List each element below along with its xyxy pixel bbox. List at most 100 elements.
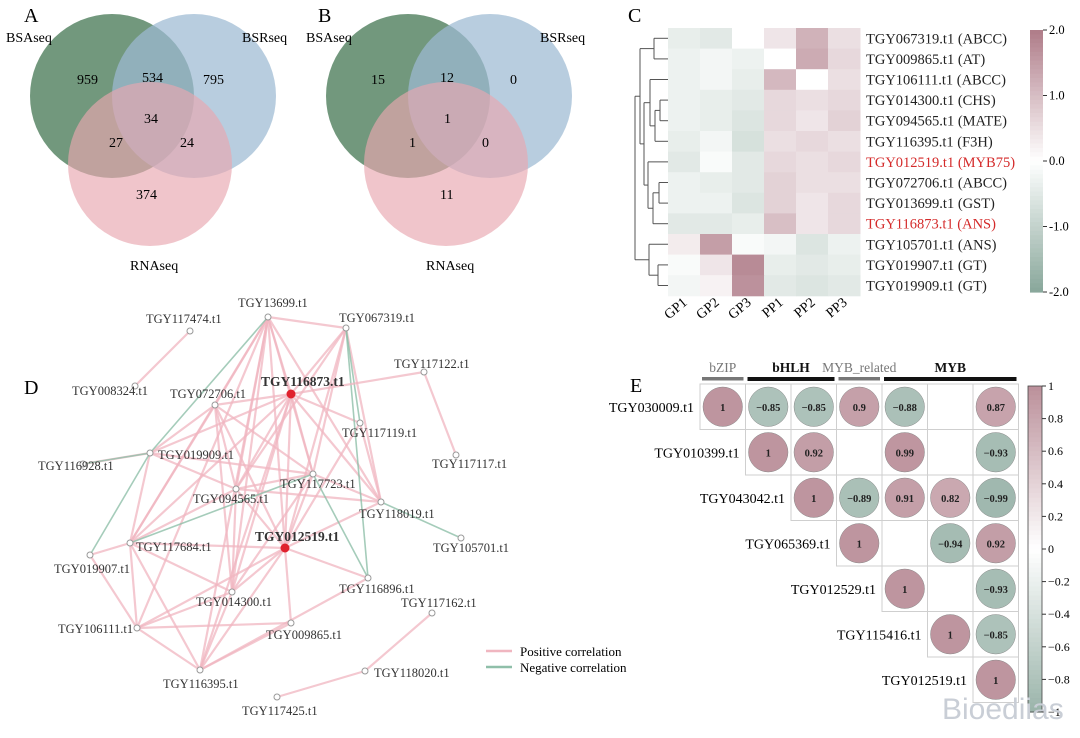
heatmap-cell — [700, 254, 733, 276]
colorbar-segment — [1030, 165, 1043, 171]
heatmap-cell — [796, 192, 829, 214]
heatmap-row-label: TGY013699.t1 (GST) — [866, 196, 995, 212]
positive-edge — [312, 472, 382, 504]
venn-b-circle-rnaseq — [364, 82, 528, 246]
venn-panel-b: B BSAseq BSRseq RNAseq 15 12 0 1 1 0 11 — [306, 5, 585, 274]
heatmap-column-label: PP1 — [760, 295, 787, 321]
positive-edge — [149, 404, 216, 454]
colorbar-segment — [1030, 156, 1043, 162]
heatmap-cell — [700, 110, 733, 132]
group-header-label: bHLH — [772, 360, 810, 375]
heatmap-cell — [732, 89, 765, 111]
positive-edge — [267, 316, 382, 503]
correlogram-row-label: TGY012519.t1 — [882, 674, 967, 689]
colorbar-tick-label: 0.0 — [1049, 154, 1065, 168]
heatmap-row-label: TGY105701.t1 (ANS) — [866, 237, 997, 253]
colorbar-segment — [1028, 488, 1042, 494]
colorbar-segment — [1028, 539, 1042, 545]
colorbar-segment — [1028, 460, 1042, 466]
group-header-bar — [838, 377, 880, 381]
panel-label-c: C — [628, 5, 641, 27]
positive-edge — [149, 451, 314, 476]
network-node — [452, 451, 460, 459]
colorbar-segment — [1030, 287, 1043, 293]
correlogram-row-label: TGY065369.t1 — [745, 537, 830, 552]
correlation-circle — [884, 432, 925, 473]
heatmap-cell — [700, 69, 733, 91]
positive-edge — [89, 541, 131, 557]
network-node-label: TGY117119.t1 — [342, 426, 417, 440]
heatmap-cell — [668, 89, 701, 111]
correlogram-grid-cell — [836, 429, 883, 476]
heatmap-row-label: TGY106111.t1 (ABCC) — [866, 73, 1006, 89]
positive-edge — [198, 591, 234, 671]
network-node-label: TGY117425.t1 — [242, 704, 318, 718]
heatmap-cell — [828, 234, 861, 256]
colorbar-segment — [1030, 226, 1043, 232]
network-node — [196, 666, 204, 674]
colorbar-segment — [1028, 646, 1042, 653]
colorbar-segment — [1028, 469, 1042, 476]
colorbar-segment — [1030, 143, 1043, 149]
heatmap-cell — [764, 48, 797, 70]
heatmap-cell — [828, 28, 861, 50]
network-node-label: TGY105701.t1 — [433, 541, 509, 555]
colorbar-segment — [1028, 497, 1042, 504]
heatmap-cell — [828, 69, 861, 91]
colorbar-segment — [1028, 437, 1042, 443]
colorbar-tick-label: -2.0 — [1049, 285, 1069, 299]
colorbar-segment — [1028, 632, 1042, 639]
colorbar-segment — [1028, 521, 1042, 527]
legend-positive-label: Positive correlation — [520, 644, 622, 659]
colorbar-segment — [1030, 38, 1043, 44]
colorbar-segment — [1028, 604, 1042, 611]
venn-b-count-only2: 0 — [510, 73, 517, 88]
network-node — [342, 324, 350, 332]
colorbar-segment — [1030, 34, 1043, 40]
heatmap-column-label: GP1 — [662, 295, 691, 323]
heatmap-cell — [732, 213, 765, 235]
network-node — [457, 534, 465, 542]
colorbar-segment — [1028, 628, 1042, 634]
heatmap-row-label: TGY094565.t1 (MATE) — [866, 114, 1007, 130]
correlation-circle — [975, 386, 1016, 427]
network-node-label: TGY116928.t1 — [38, 459, 114, 473]
colorbar-segment — [1028, 493, 1042, 499]
positive-edge — [136, 627, 201, 671]
colorbar-segment — [1030, 174, 1043, 180]
colorbar-segment — [1030, 86, 1043, 92]
heatmap-cell — [764, 234, 797, 256]
colorbar-segment — [1028, 707, 1042, 713]
positive-edge — [129, 542, 233, 593]
positive-edge — [290, 370, 425, 396]
colorbar-segment — [1028, 446, 1042, 452]
colorbar-segment — [1028, 688, 1042, 694]
network-node — [309, 470, 317, 478]
colorbar-segment — [1028, 441, 1042, 448]
correlation-value: −0.85 — [802, 403, 826, 414]
positive-edge — [358, 422, 383, 503]
correlogram-grid-cell — [927, 565, 974, 612]
colorbar-segment — [1028, 423, 1042, 429]
heatmap-cell — [764, 213, 797, 235]
correlation-value: −0.85 — [984, 630, 1008, 641]
colorbar-segment — [1030, 217, 1043, 223]
colorbar-tick-label: −0.6 — [1048, 640, 1070, 654]
venn-a-set-label-1: BSAseq — [6, 31, 52, 46]
heatmap-cell — [764, 172, 797, 194]
heatmap-cell — [700, 89, 733, 111]
group-header-label: bZIP — [709, 360, 736, 375]
panel-label-a: A — [24, 5, 39, 27]
colorbar-segment — [1028, 553, 1042, 559]
positive-edge — [134, 330, 191, 387]
correlation-circle — [975, 477, 1016, 518]
correlation-circle — [975, 568, 1016, 609]
correlation-value: 1 — [902, 585, 907, 596]
venn-a-count-s13: 27 — [109, 136, 123, 151]
correlation-circle — [884, 568, 925, 609]
network-node — [286, 389, 296, 399]
network-node-label: TGY117162.t1 — [401, 596, 477, 610]
venn-a-count-s23: 24 — [180, 136, 194, 151]
colorbar-segment — [1028, 586, 1042, 592]
